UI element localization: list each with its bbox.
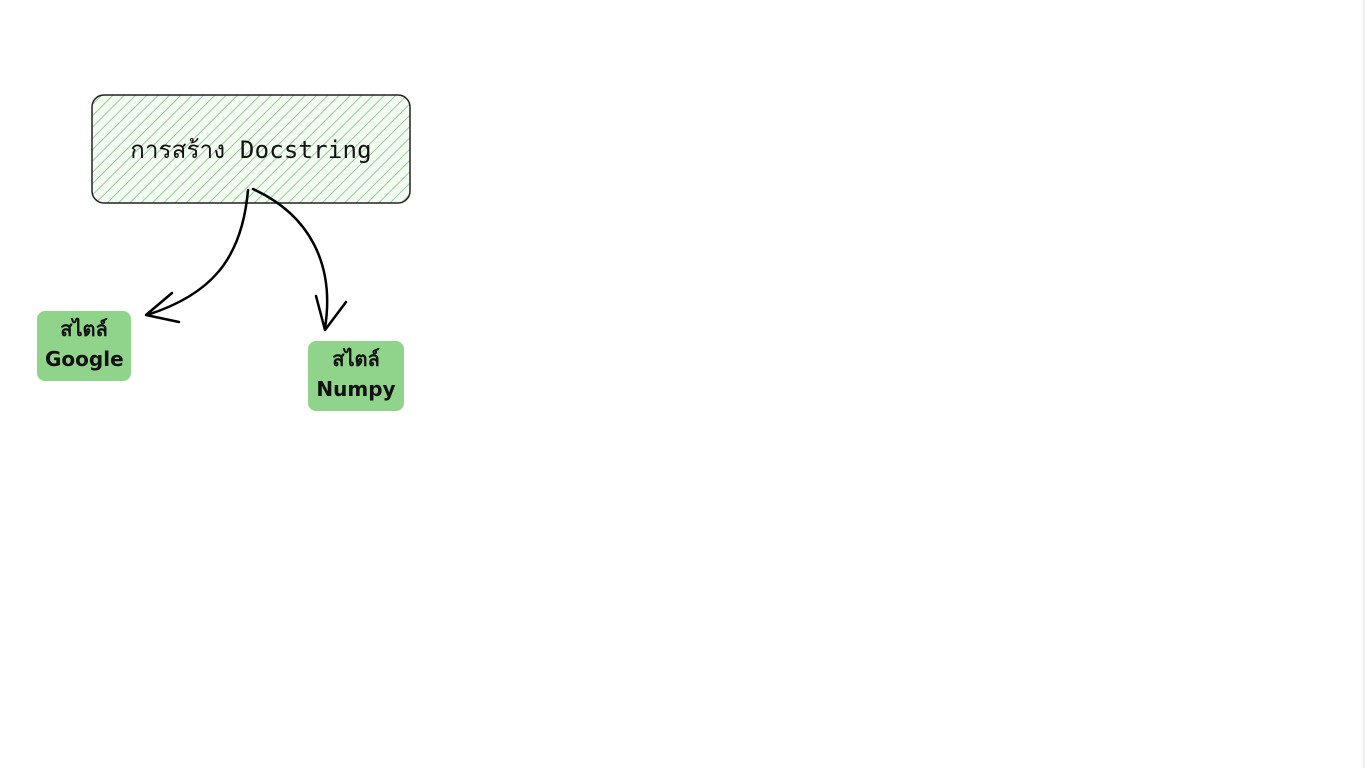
child-node-numpy[interactable]: สไตล์ Numpy bbox=[308, 341, 404, 411]
main-node-label: การสร้าง Docstring bbox=[130, 135, 372, 164]
google-node-line2: Google bbox=[45, 347, 124, 371]
child-node-google[interactable]: สไตล์ Google bbox=[37, 311, 131, 381]
hatched-box bbox=[91, 94, 411, 204]
arrowhead-google-icon bbox=[144, 291, 181, 324]
arrow-to-google bbox=[145, 188, 250, 317]
google-node-line1: สไตล์ bbox=[60, 317, 108, 341]
canvas-right-edge bbox=[1363, 0, 1365, 768]
numpy-node-line2: Numpy bbox=[316, 377, 396, 401]
numpy-node-line1: สไตล์ bbox=[332, 347, 380, 371]
main-node-docstring[interactable]: การสร้าง Docstring bbox=[91, 94, 411, 204]
arrow-to-numpy bbox=[251, 187, 329, 330]
arrowhead-numpy-icon bbox=[314, 294, 348, 332]
